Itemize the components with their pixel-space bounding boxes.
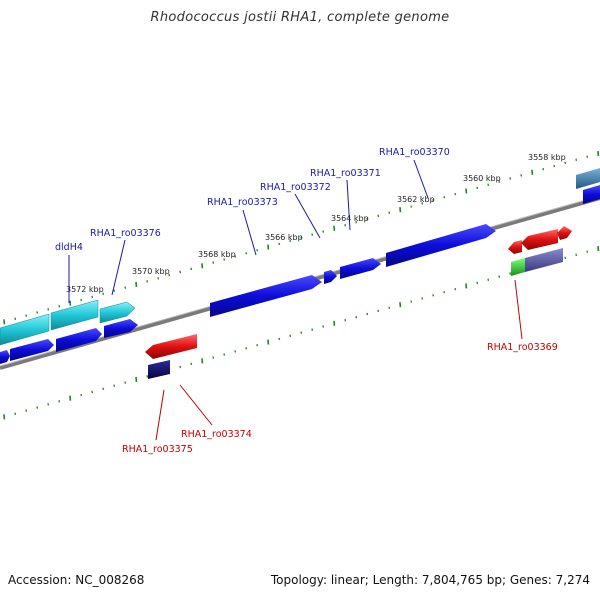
ruler-label-3568: 3568 kbp [198,250,236,259]
gene-label-rha1-ro03376[interactable]: RHA1_ro03376 [90,228,161,239]
gene-red-right-2[interactable] [521,229,558,250]
ruler-label-3570: 3570 kbp [132,267,170,276]
forward-gene-labels: dldH4 RHA1_ro03376 RHA1_ro03373 RHA1_ro0… [55,147,450,253]
ruler-label-3572: 3572 kbp [66,285,104,294]
gene-label-rha1-ro03373[interactable]: RHA1_ro03373 [207,197,278,208]
gene-rha1-ro03369[interactable] [511,258,525,276]
ruler-label-3566: 3566 kbp [265,233,303,242]
ruler-label-3558: 3558 kbp [528,153,566,162]
gene-blue-left-3[interactable] [56,328,102,352]
accession-text: Accession: NC_008268 [8,573,145,587]
gene-label-rha1-ro03372[interactable]: RHA1_ro03372 [260,182,331,193]
ruler-labels: 3572 kbp 3570 kbp 3568 kbp 3566 kbp 3564… [66,153,566,294]
gene-rha1-ro03370[interactable] [386,224,496,267]
map-title: Rhodococcus jostii RHA1, complete genome [150,10,450,25]
upper-ruler-track [3,151,600,325]
gene-cyan-2[interactable] [50,299,99,331]
gene-rha1-ro03372[interactable] [324,270,337,284]
reverse-gene-labels: RHA1_ro03369 RHA1_ro03374 RHA1_ro03375 [122,342,558,455]
ruler-label-3562: 3562 kbp [397,195,435,204]
gene-rha1-ro03375[interactable] [148,360,170,379]
gene-label-rha1-ro03370[interactable]: RHA1_ro03370 [379,147,450,158]
gene-label-dldh4[interactable]: dldH4 [55,242,83,253]
gene-blue-left-2[interactable] [10,339,54,361]
topology-text: Topology: linear; Length: 7,804,765 bp; … [270,573,590,587]
ruler-label-3564: 3564 kbp [331,214,369,223]
gene-label-rha1-ro03371[interactable]: RHA1_ro03371 [310,168,381,179]
gene-label-rha1-ro03375[interactable]: RHA1_ro03375 [122,444,193,455]
callout-lines [68,159,523,441]
gene-blue-right[interactable] [583,185,600,204]
gene-red-small-3[interactable] [557,226,572,240]
gene-rha1-ro03376[interactable] [0,313,50,346]
gene-blue-left-4[interactable] [104,319,138,338]
gene-blue-left-1[interactable] [0,350,10,364]
gene-rha1-ro03374[interactable] [145,334,197,359]
forward-strand-genes [0,168,600,364]
gene-cyan-3[interactable] [99,301,136,324]
gene-label-rha1-ro03369[interactable]: RHA1_ro03369 [487,342,558,353]
ruler-label-3560: 3560 kbp [463,174,501,183]
gene-rha1-ro03371[interactable] [340,258,381,279]
gene-slate[interactable] [525,248,563,272]
gene-steel-right[interactable] [576,168,600,189]
gene-label-rha1-ro03374[interactable]: RHA1_ro03374 [181,429,252,440]
gene-rha1-ro03373[interactable] [210,275,322,317]
reverse-strand-genes [145,226,572,379]
gene-red-small-1[interactable] [508,240,522,254]
